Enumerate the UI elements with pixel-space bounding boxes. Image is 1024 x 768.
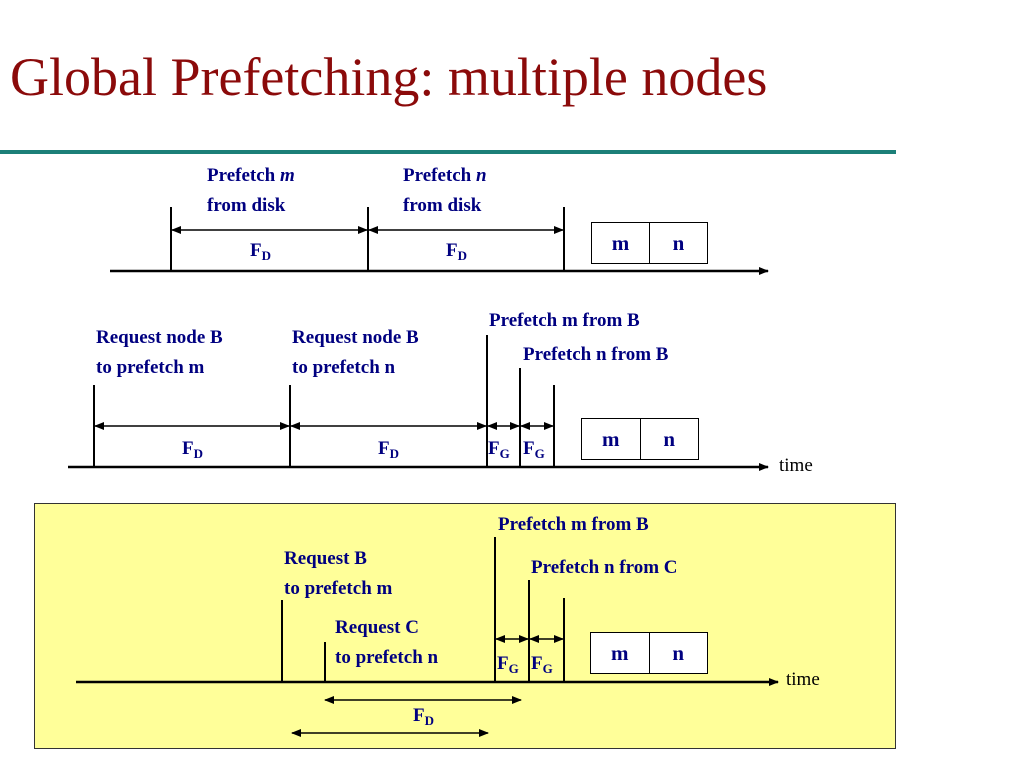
row2-label-prefetch-m-b: Prefetch m from B [489, 310, 640, 331]
row1-label-prefetch-m-text: Prefetch [207, 165, 280, 186]
row2-fg-label-2: FG [523, 438, 545, 461]
row3-result-n: n [648, 633, 708, 673]
row3-label-prefetch-m-b: Prefetch m from B [498, 514, 649, 535]
row3-fg-label-2: FG [531, 653, 553, 676]
row2-fd-label-1: FD [182, 438, 203, 461]
highlight-panel [34, 503, 896, 749]
title-divider [0, 150, 896, 154]
row3-result-box: m n [590, 632, 708, 674]
row1-label-prefetch-m-line2: from disk [207, 195, 286, 216]
row2-label-request-m: Request node B to prefetch m [96, 327, 223, 378]
row3-fg-label-1: FG [497, 653, 519, 676]
row3-timeline [76, 537, 779, 737]
row2-label-request-n: Request node B to prefetch n [292, 327, 419, 378]
row3-result-m: m [611, 640, 629, 665]
row1-label-prefetch-n: Prefetch n from disk [403, 161, 487, 221]
row2-result-m: m [602, 426, 620, 451]
row1-result-m: m [611, 230, 630, 255]
row1-label-prefetch-n-text: Prefetch [403, 165, 476, 186]
row1-timeline [110, 207, 769, 275]
row1-fd-label-1: FD [250, 240, 271, 263]
row2-result-box: m n [581, 418, 699, 460]
row1-label-prefetch-n-var: n [475, 165, 487, 186]
row3-label-request-c: Request C to prefetch n [335, 617, 439, 668]
row1-result-n: n [649, 223, 707, 263]
row2-result-n: n [639, 419, 699, 459]
row1-label-prefetch-m-var: m [279, 165, 295, 186]
row2-timeline [68, 335, 769, 471]
row3-label-prefetch-n-c: Prefetch n from C [531, 557, 678, 578]
row1-label-prefetch-m: Prefetch m from disk [207, 161, 295, 221]
row1-result-box: m n [591, 222, 708, 264]
row1-label-prefetch-n-line2: from disk [403, 195, 482, 216]
row3-label-request-b: Request B to prefetch m [284, 548, 393, 599]
row2-fg-label-1: FG [488, 438, 510, 461]
slide-title: Global Prefetching: multiple nodes [10, 47, 768, 107]
row1-fd-label-2: FD [446, 240, 467, 263]
row2-time-label: time [779, 455, 813, 476]
row3-fd-label: FD [413, 705, 434, 728]
row2-label-prefetch-n-b: Prefetch n from B [523, 344, 669, 365]
row2-fd-label-2: FD [378, 438, 399, 461]
row3-time-label: time [786, 669, 820, 690]
